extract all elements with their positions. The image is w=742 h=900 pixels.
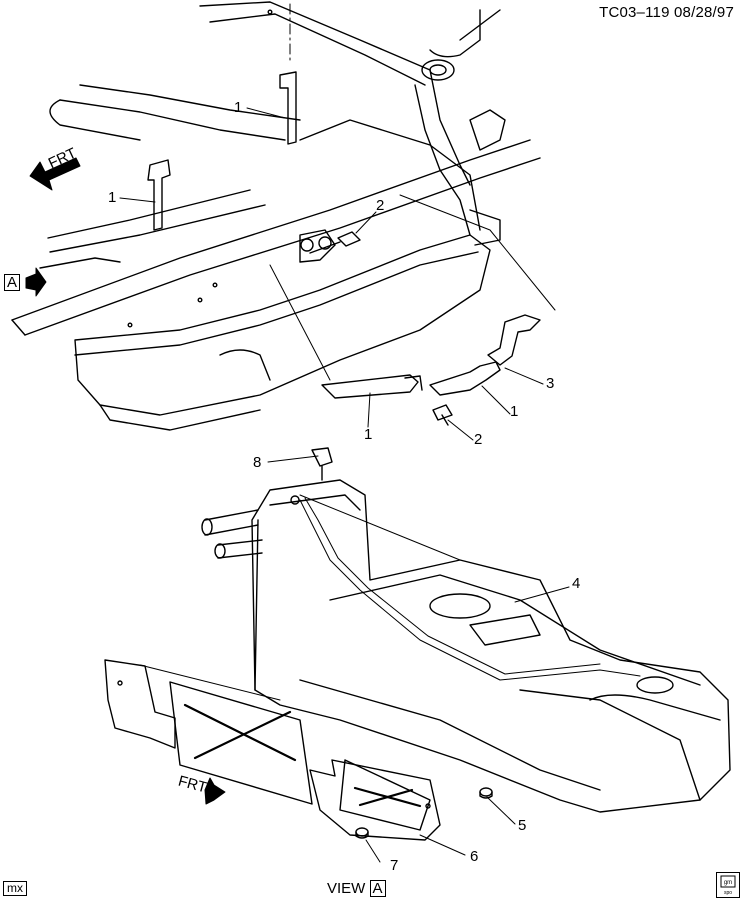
view-a-marker: A <box>4 274 21 291</box>
strap-1-lower-a <box>321 374 423 399</box>
callout-leaders <box>119 107 570 863</box>
strap-1-lower-b <box>429 361 501 396</box>
callout-1-right: 1 <box>510 403 519 420</box>
callout-1-upper: 1 <box>234 99 243 116</box>
nut-7 <box>355 827 369 839</box>
bolt-2-lower <box>432 404 453 426</box>
bolt-2-upper <box>309 231 361 254</box>
callout-1-lower: 1 <box>364 426 373 443</box>
shield-6 <box>104 659 441 841</box>
callout-6: 6 <box>470 848 479 865</box>
callout-2-upper: 2 <box>376 197 385 214</box>
nut-5 <box>479 787 493 799</box>
svg-text:spo: spo <box>724 890 732 896</box>
installed-fuel-tank <box>74 119 501 431</box>
callout-2-lower: 2 <box>474 431 483 448</box>
callout-8: 8 <box>253 454 262 471</box>
callout-7: 7 <box>390 857 399 874</box>
strap-3 <box>487 314 541 366</box>
fuel-tank-4 <box>201 479 731 813</box>
frt-arrow-bottom-icon <box>204 777 226 805</box>
vehicle-frame <box>11 1 541 336</box>
drawing-header: TC03–119 08/28/97 <box>599 4 734 21</box>
drawing-date: 08/28/97 <box>674 4 734 21</box>
strap-1-left <box>147 159 171 231</box>
gm-logo-icon: gm spo <box>720 875 736 896</box>
svg-text:gm: gm <box>724 880 732 886</box>
view-a-arrow-icon <box>25 267 47 297</box>
strap-1-upper <box>279 71 297 145</box>
corner-code: mx <box>3 881 27 896</box>
sensor-8 <box>311 447 333 481</box>
drawing-code: TC03–119 <box>599 4 670 21</box>
callout-3: 3 <box>546 375 555 392</box>
view-a-label: VIEW A <box>327 880 386 897</box>
frt-arrow-top-icon <box>29 157 81 191</box>
gm-spo-logo: gm spo <box>716 872 740 898</box>
callout-5: 5 <box>518 817 527 834</box>
callout-1-left: 1 <box>108 189 117 206</box>
callout-4: 4 <box>572 575 581 592</box>
